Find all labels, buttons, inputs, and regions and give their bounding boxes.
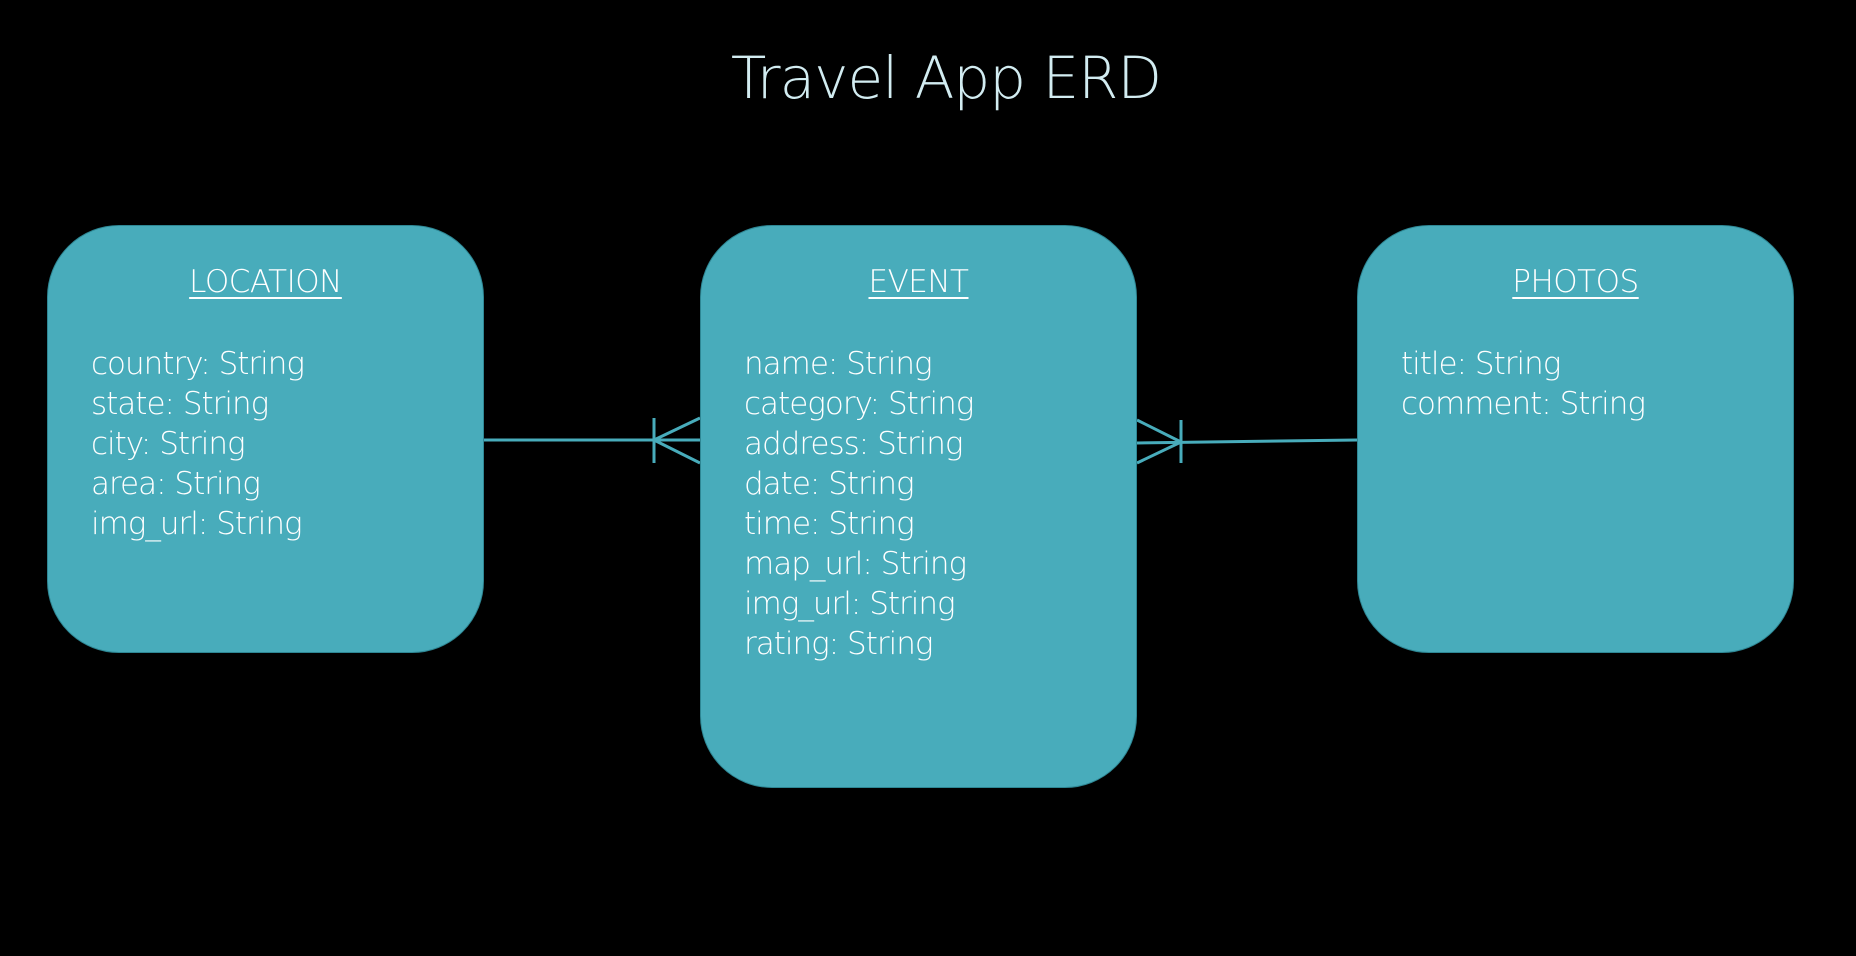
attribute: rating: String	[744, 626, 934, 662]
attribute: img_url: String	[744, 586, 956, 622]
entity-name: EVENT	[868, 264, 969, 300]
attribute: map_url: String	[744, 546, 967, 582]
attribute: title: String	[1401, 346, 1561, 382]
attribute: category: String	[744, 386, 974, 422]
crows-foot-lower	[653, 438, 701, 465]
attribute: city: String	[91, 426, 246, 462]
attribute: state: String	[91, 386, 269, 422]
attribute-list: country: String state: String city: Stri…	[91, 344, 305, 544]
entity-location: LOCATION country: String state: String c…	[47, 225, 484, 653]
attribute-list: name: String category: String address: S…	[744, 344, 974, 664]
attribute: name: String	[744, 346, 933, 382]
attribute: img_url: String	[91, 506, 303, 542]
crows-foot-upper	[653, 416, 701, 442]
attribute: date: String	[744, 466, 915, 502]
attribute: comment: String	[1401, 386, 1646, 422]
attribute: country: String	[91, 346, 305, 382]
entity-photos: PHOTOS title: String comment: String	[1357, 225, 1794, 653]
relationship-photos-event	[1136, 418, 1358, 465]
diagram-title: Travel App ERD	[730, 44, 1162, 112]
entity-event: EVENT name: String category: String addr…	[700, 225, 1137, 788]
relationship-line	[1136, 438, 1358, 445]
crows-foot-lower	[1136, 440, 1182, 465]
crows-foot-upper	[1136, 418, 1182, 444]
attribute-list: title: String comment: String	[1401, 344, 1646, 424]
entity-name: LOCATION	[189, 264, 342, 300]
entity-name: PHOTOS	[1512, 264, 1639, 300]
attribute: address: String	[744, 426, 964, 462]
attribute: area: String	[91, 466, 261, 502]
attribute: time: String	[744, 506, 915, 542]
relationship-location-event	[484, 416, 701, 465]
